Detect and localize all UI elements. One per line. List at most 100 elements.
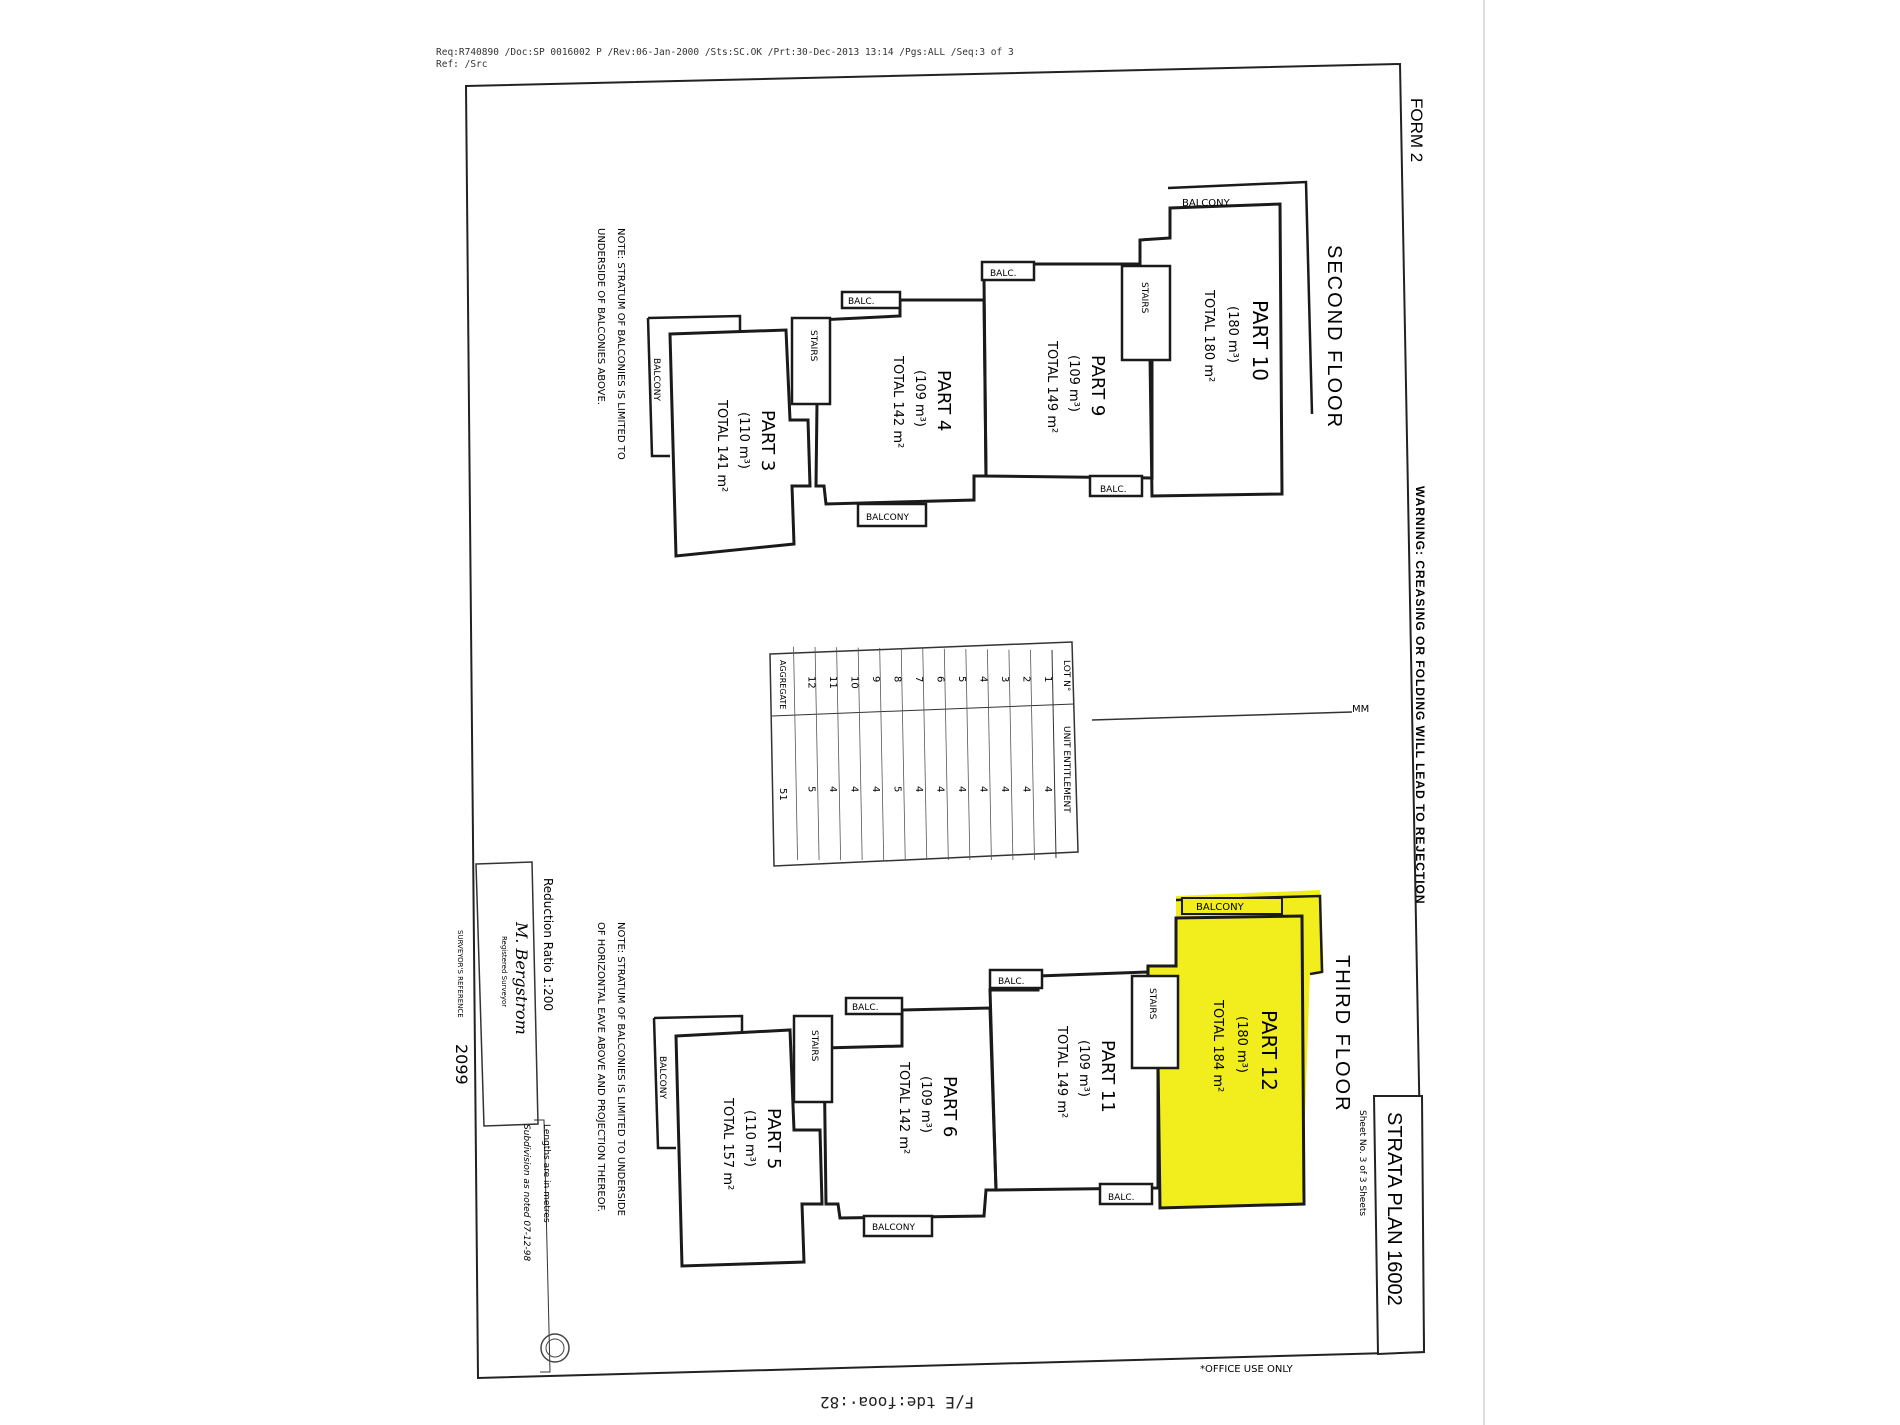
third-floor-balc-label: BALC. xyxy=(998,977,1025,987)
part-12-area: (180 m³) xyxy=(1234,1016,1249,1073)
council-seal-icon xyxy=(540,1333,570,1363)
second-floor-note-line-2: UNDERSIDE OF BALCONIES ABOVE. xyxy=(595,228,606,405)
surveyor-reference-label: SURVEYOR'S REFERENCE xyxy=(456,930,464,1018)
part-12-highlight xyxy=(1146,890,1324,1208)
lengths-note: Lengths are in metres xyxy=(541,1124,551,1223)
table-lot-header: LOT N° xyxy=(1061,660,1071,691)
part-11-total: TOTAL 149 m² xyxy=(1054,1025,1069,1118)
table-row-divider xyxy=(793,646,798,861)
table-lot-number: 4 xyxy=(978,676,989,682)
part-3-total: TOTAL 141 m² xyxy=(714,399,729,492)
part-11-name: PART 11 xyxy=(1097,1040,1118,1113)
second-floor-balc-label: BALC. xyxy=(990,269,1017,279)
table-aggregate-value: 51 xyxy=(777,788,788,801)
table-lot-number: 8 xyxy=(891,676,902,682)
third-floor-note-line-1: NOTE: STRATUM OF BALCONIES IS LIMITED TO… xyxy=(615,922,626,1216)
part-3-name: PART 3 xyxy=(757,410,778,471)
second-floor-stairs-label: STAIRS xyxy=(808,330,818,362)
second-floor-boxes xyxy=(790,260,1172,528)
reduction-ratio: Reduction Ratio 1:200 xyxy=(541,878,555,1011)
subdivision-note: Subdivision as noted 07-12-98 xyxy=(521,1124,531,1261)
table-entitlement-value: 4 xyxy=(1042,786,1053,792)
second-floor-stairs-label: STAIRS xyxy=(1139,282,1149,314)
part-12-total: TOTAL 184 m² xyxy=(1210,999,1225,1092)
table-entitlement-value: 4 xyxy=(935,786,946,792)
table-row-divider xyxy=(836,647,842,861)
part-4-total: TOTAL 142 m² xyxy=(890,355,905,448)
table-lot-number: 9 xyxy=(870,676,881,682)
table-row-divider xyxy=(814,646,820,861)
sheet-number: Sheet No. 3 of 3 Sheets xyxy=(1357,1110,1367,1216)
third-floor-note-line-2: OF HORIZONTAL EAVE ABOVE AND PROJECTION … xyxy=(595,922,606,1212)
table-row-divider xyxy=(965,649,971,861)
table-lot-number: 1 xyxy=(1042,676,1053,682)
third-floor-balcony-label: BALCONY xyxy=(1196,902,1245,913)
table-lot-number: 11 xyxy=(827,676,838,689)
part-9-total: TOTAL 149 m² xyxy=(1044,340,1059,433)
part-6-name: PART 6 xyxy=(939,1076,960,1137)
third-floor-balcony-label: BALCONY xyxy=(872,1223,915,1233)
part-9-name: PART 9 xyxy=(1087,355,1108,416)
office-use-label: *OFFICE USE ONLY xyxy=(1200,1364,1294,1375)
table-entitlement-value: 5 xyxy=(891,786,902,792)
form-label: FORM 2 xyxy=(1407,98,1426,162)
table-row-divider xyxy=(922,648,928,861)
table-entitlement-value: 4 xyxy=(870,786,881,792)
table-row-divider xyxy=(879,647,885,861)
second-floor-note-line-1: NOTE: STRATUM OF BALCONIES IS LIMITED TO xyxy=(615,228,626,460)
part-5-total: TOTAL 157 m² xyxy=(720,1097,735,1190)
warning-text: WARNING: CREASING OR FOLDING WILL LEAD T… xyxy=(1413,486,1427,905)
table-lot-number: 6 xyxy=(935,676,946,682)
part-10-total: TOTAL 180 m² xyxy=(1201,289,1216,382)
table-row-divider xyxy=(857,647,863,861)
table-entitlement-value: 4 xyxy=(999,786,1010,792)
third-floor-balcony-label: BALCONY xyxy=(657,1056,667,1099)
header-line-1: Req:R740890 /Doc:SP 0016002 P /Rev:06-Ja… xyxy=(436,47,1014,58)
measure-line xyxy=(1091,711,1353,721)
title-block: STRATA PLAN 16002 Sheet No. 3 of 3 Sheet… xyxy=(1357,1095,1426,1356)
second-floor-balcony-label: BALCONY xyxy=(866,513,909,523)
third-floor-stairs-label: STAIRS xyxy=(809,1030,819,1062)
surveyor-title: Registered Surveyor xyxy=(500,936,508,1007)
surveyor-reference-value: 2099 xyxy=(452,1044,471,1085)
table-lot-number: 7 xyxy=(913,676,924,682)
surveyor-signature: M. Bergstrom xyxy=(512,921,531,1035)
third-floor-title: THIRD FLOOR xyxy=(1331,955,1353,1113)
part-10-name: PART 10 xyxy=(1248,300,1272,381)
part-6-total: TOTAL 142 m² xyxy=(896,1061,911,1154)
surveyor-block: M. Bergstrom Registered Surveyor SURVEYO… xyxy=(452,861,539,1127)
part-5-area: (110 m³) xyxy=(742,1110,757,1167)
part-4-name: PART 4 xyxy=(933,370,954,431)
part-9-area: (109 m³) xyxy=(1066,355,1081,412)
second-floor-title: SECOND FLOOR xyxy=(1323,245,1345,429)
table-entitlement-value: 4 xyxy=(848,786,859,792)
part-12-name: PART 12 xyxy=(1257,1010,1281,1091)
table-row-divider xyxy=(900,648,906,861)
table-row-divider xyxy=(1008,649,1014,861)
bottom-code: F/E tde:fooa·:82 xyxy=(820,1393,975,1412)
table-aggregate-label: AGGREGATE xyxy=(778,660,787,709)
strata-plan-title: STRATA PLAN 16002 xyxy=(1383,1112,1405,1306)
table-entitlement-value: 5 xyxy=(805,786,816,792)
part-6-area: (109 m³) xyxy=(918,1076,933,1133)
table-row-divider xyxy=(1030,649,1035,861)
part-5-name: PART 5 xyxy=(763,1108,784,1169)
table-entitlement-value: 4 xyxy=(913,786,924,792)
header-line-2: Ref: /Src xyxy=(436,59,488,70)
second-floor-balcony-label: BALCONY xyxy=(1182,198,1231,209)
table-lot-number: 12 xyxy=(805,676,816,689)
part-10-area: (180 m³) xyxy=(1225,306,1240,363)
part-4-area: (109 m³) xyxy=(912,370,927,427)
table-entitlement-value: 4 xyxy=(1021,786,1032,792)
third-floor-stairs-label: STAIRS xyxy=(1147,988,1157,1020)
table-row-divider xyxy=(986,649,992,861)
second-floor-balc-label: BALC. xyxy=(848,297,875,307)
table-entitlement-header: UNIT ENTITLEMENT xyxy=(1061,726,1071,813)
table-lot-number: 10 xyxy=(848,676,859,689)
third-floor-boxes xyxy=(792,968,1180,1238)
part-11-area: (109 m³) xyxy=(1076,1040,1091,1097)
third-floor-balc-label: BALC. xyxy=(1108,1193,1135,1203)
second-floor-balcony-label: BALCONY xyxy=(651,358,661,401)
